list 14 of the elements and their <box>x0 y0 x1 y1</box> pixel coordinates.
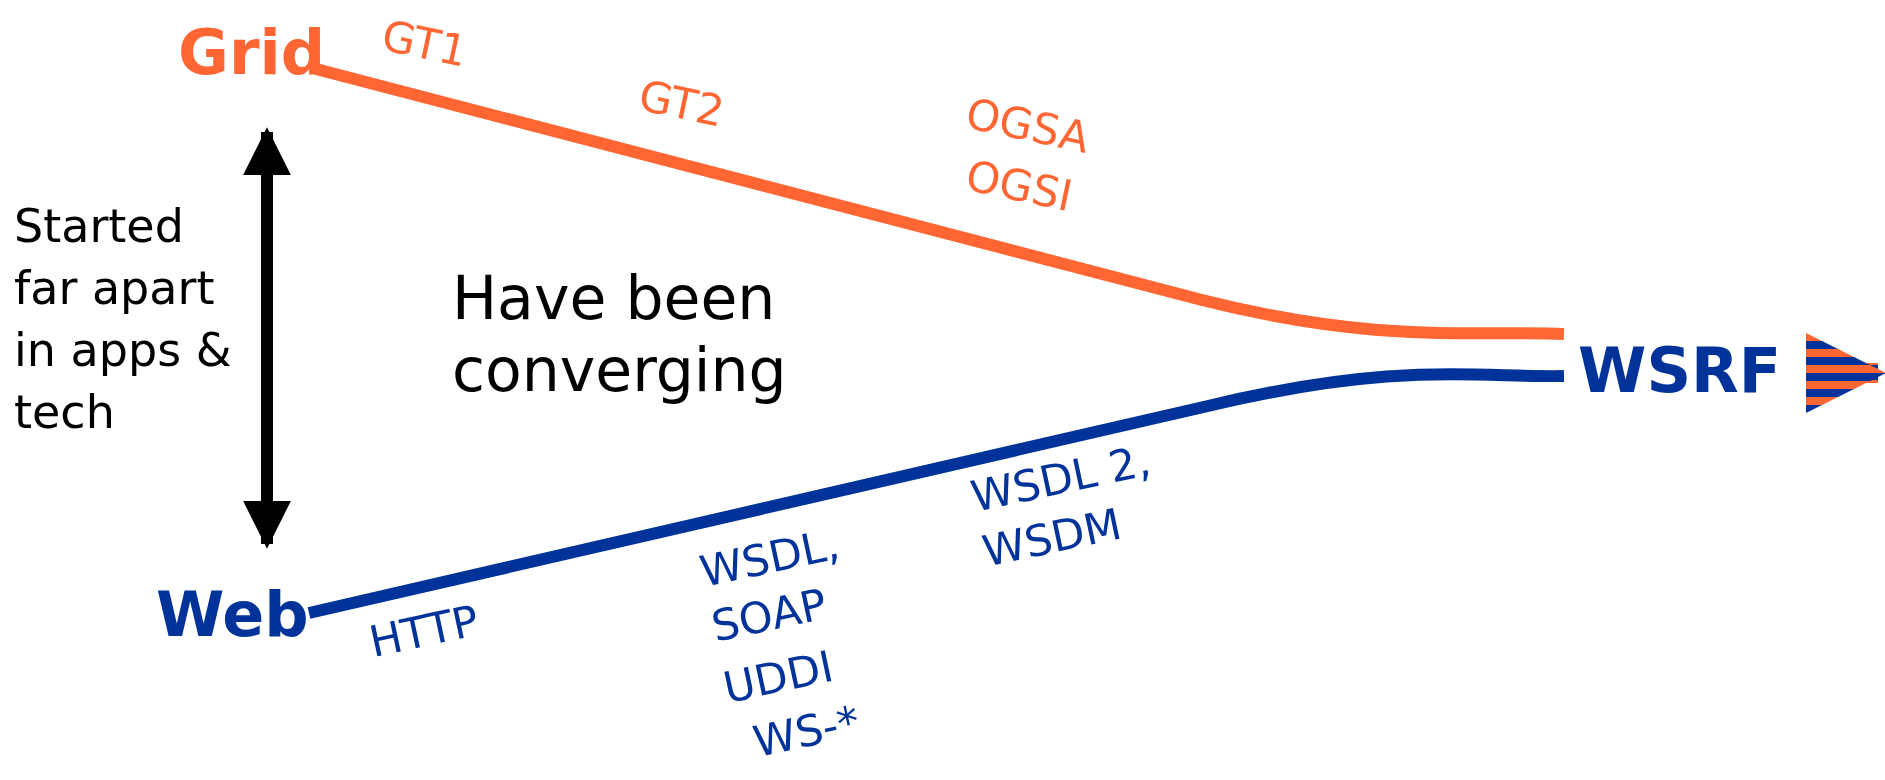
annotation-text: Have been converging <box>452 262 788 406</box>
technology-label: UDDI <box>719 641 838 713</box>
connector-line <box>307 368 1565 619</box>
node-label: WSRF <box>1578 340 1776 404</box>
technology-label: HTTP <box>365 594 485 669</box>
technology-label: OGSI <box>961 150 1077 224</box>
connector-line <box>314 63 1565 340</box>
technology-label: GT1 <box>377 10 473 79</box>
node-label: Web <box>156 584 321 648</box>
node-label: Grid <box>178 22 328 86</box>
technology-label: WSDL 2, WSDM <box>966 434 1156 579</box>
technology-label: GT2 <box>634 70 730 139</box>
annotation-text: Started far apart in apps & tech <box>14 198 233 441</box>
double-arrow <box>243 127 291 549</box>
